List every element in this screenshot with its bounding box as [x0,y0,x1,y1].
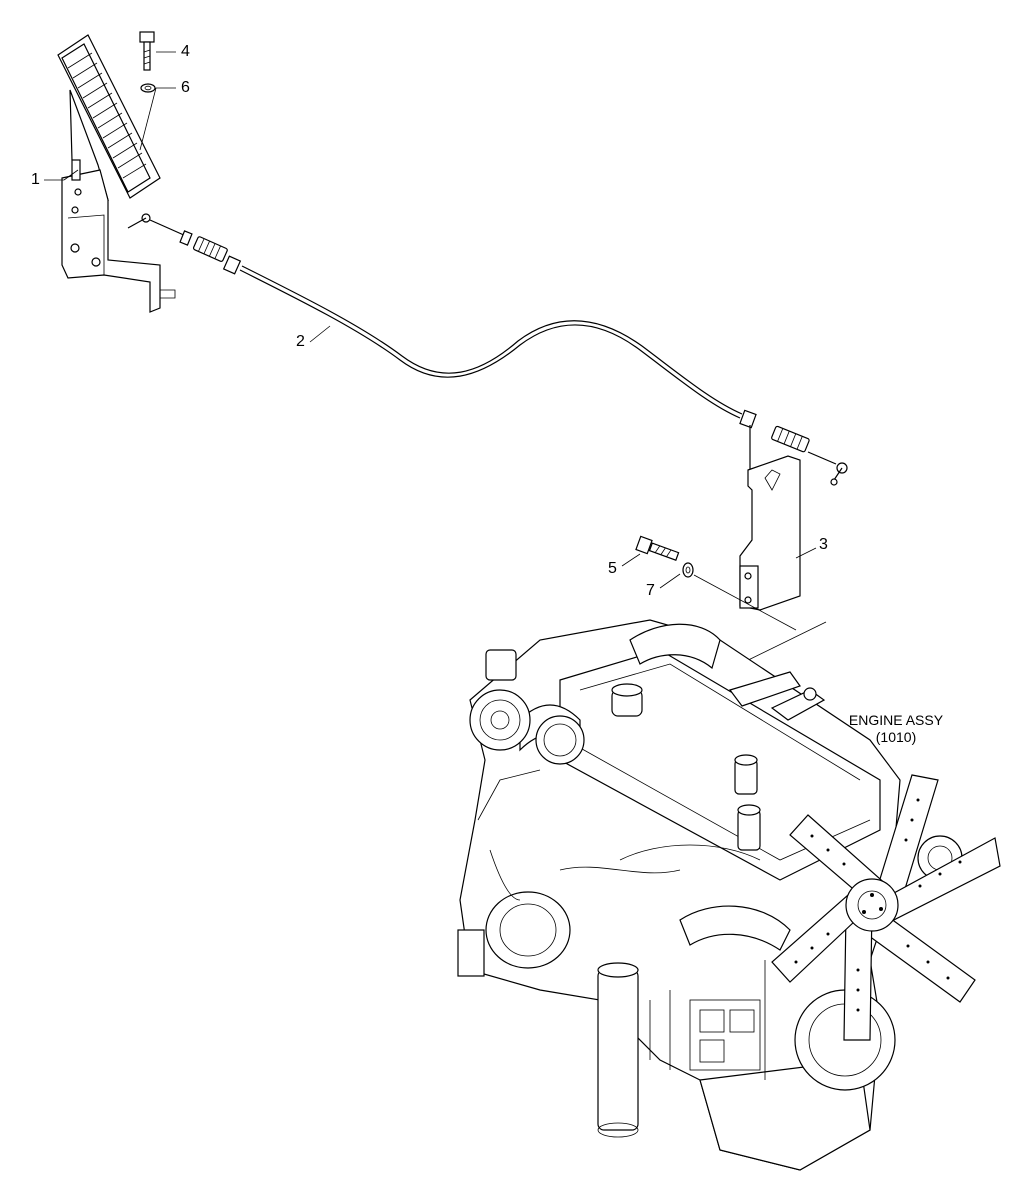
callout-4: 4 [181,43,190,60]
engine-assy-name: ENGINE ASSY [848,712,944,728]
callout-7: 7 [646,582,655,599]
callout-3: 3 [819,536,828,553]
callout-5: 5 [608,560,617,577]
engine-assembly [457,619,1001,1171]
engine-assy-label: ENGINE ASSY (1010) [836,712,956,746]
callout-2: 2 [296,333,305,350]
washer-6 [140,83,156,93]
accelerator-cable [127,213,848,486]
bolt-5 [635,535,680,561]
engine-assy-code: (1010) [875,729,917,745]
cable-bracket [739,455,801,611]
accelerator-pedal [57,34,176,313]
callout-1: 1 [31,171,40,188]
bolt-4 [139,31,155,71]
callout-6: 6 [181,79,190,96]
leader-lines [44,51,827,669]
washer-7 [682,562,694,578]
